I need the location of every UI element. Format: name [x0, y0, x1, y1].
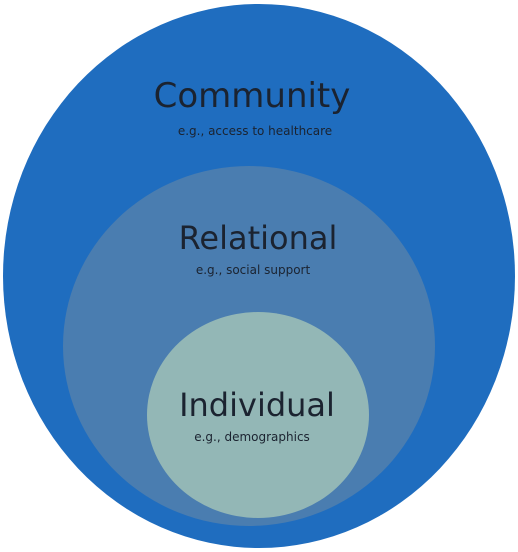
community-title: Community — [154, 76, 351, 116]
relational-title: Relational — [179, 219, 338, 257]
individual-example: e.g., demographics — [194, 430, 310, 444]
individual-title: Individual — [179, 386, 335, 424]
individual-circle — [147, 312, 369, 518]
individual-level: Individual e.g., demographics — [147, 312, 369, 518]
relational-example: e.g., social support — [196, 263, 311, 277]
community-example: e.g., access to healthcare — [178, 124, 332, 138]
